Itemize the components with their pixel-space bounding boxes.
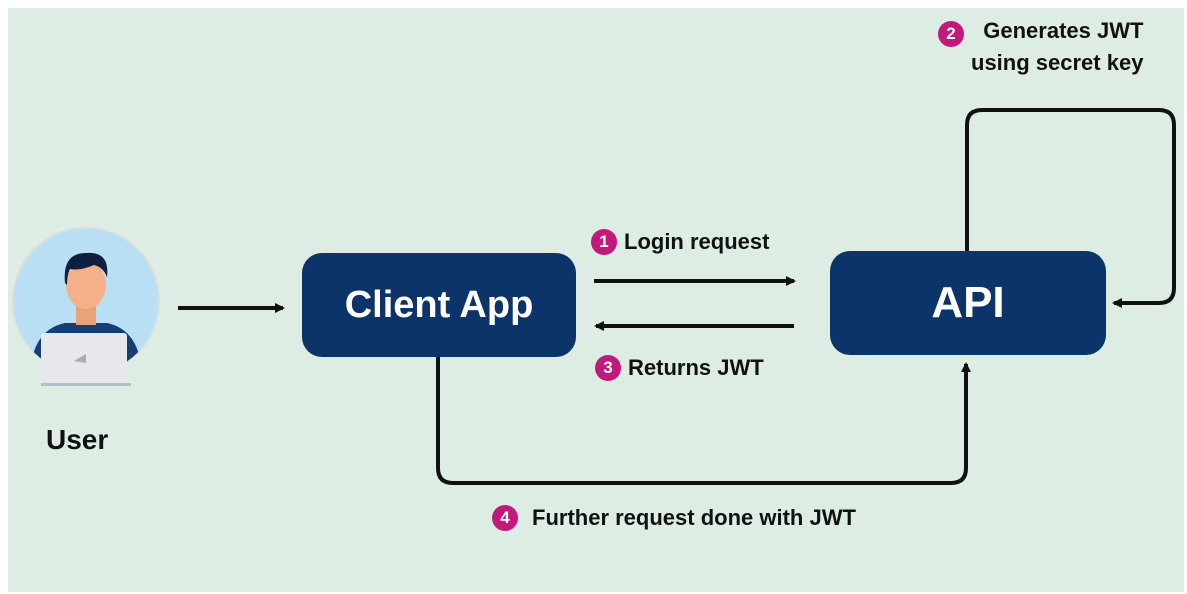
api-label: API xyxy=(931,278,1005,327)
client-app-box: Client App xyxy=(302,253,576,357)
further-request-arrow xyxy=(436,357,971,485)
step-2-label: 2 Generates JWT using secret key xyxy=(938,15,1143,79)
client-app-label: Client App xyxy=(344,283,534,326)
step-1-badge: 1 xyxy=(591,229,617,255)
user-avatar-icon xyxy=(10,225,162,395)
step-2-text-line1: Generates JWT xyxy=(983,18,1144,43)
user-label: User xyxy=(46,424,109,455)
step-1-label: 1 Login request xyxy=(591,229,769,255)
step-3-badge: 3 xyxy=(595,355,621,381)
step-2-text-line2: using secret key xyxy=(971,50,1144,75)
step-4-badge: 4 xyxy=(492,505,518,531)
step-3-label: 3 Returns JWT xyxy=(595,355,764,381)
step-4-label: 4 Further request done with JWT xyxy=(492,505,856,531)
step-3-text: Returns JWT xyxy=(628,355,764,380)
step-1-text: Login request xyxy=(624,229,770,254)
api-box: API xyxy=(830,251,1106,355)
step-2-badge: 2 xyxy=(938,21,964,47)
generates-jwt-loop-arrow xyxy=(965,108,1176,308)
step-4-text: Further request done with JWT xyxy=(532,505,856,530)
